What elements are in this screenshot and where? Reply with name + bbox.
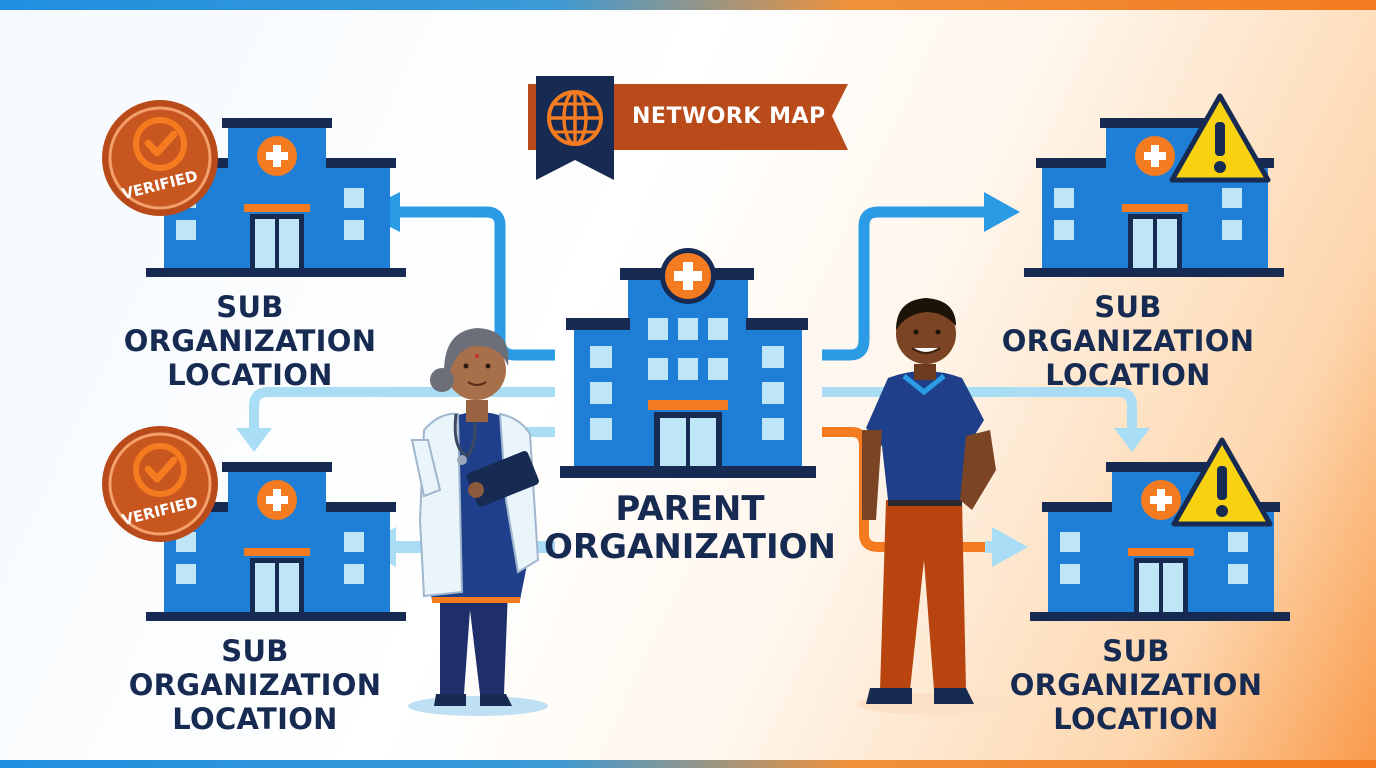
staff-illustration <box>858 298 1002 715</box>
bottom-accent-stripe <box>0 760 1376 768</box>
sub-organization-label-bottom-right: SUB ORGANIZATION LOCATION <box>976 634 1296 736</box>
connector-top-right <box>822 192 1020 361</box>
sub-label-line2: LOCATION <box>167 358 333 392</box>
verified-badge-top-left <box>102 100 218 216</box>
sub-label-line2: LOCATION <box>1045 358 1211 392</box>
sub-organization-label-bottom-left: SUB ORGANIZATION LOCATION <box>90 634 420 736</box>
parent-label-line2: ORGANIZATION <box>544 527 836 567</box>
verified-badge-bottom-left <box>102 426 218 542</box>
sub-label-line1: SUB ORGANIZATION <box>128 634 382 702</box>
sub-label-line1: SUB ORGANIZATION <box>1001 290 1255 358</box>
parent-organization-label: PARENT ORGANIZATION <box>540 490 840 566</box>
top-accent-stripe <box>0 0 1376 10</box>
sub-organization-label-top-left: SUB ORGANIZATION LOCATION <box>90 290 410 392</box>
sub-label-line2: LOCATION <box>172 702 338 736</box>
network-map-banner <box>528 76 848 180</box>
doctor-illustration <box>408 328 548 716</box>
sub-label-line2: LOCATION <box>1053 702 1219 736</box>
globe-icon <box>547 90 603 146</box>
sub-label-line1: SUB ORGANIZATION <box>123 290 377 358</box>
banner-title: NETWORK MAP <box>632 104 826 129</box>
parent-label-line1: PARENT <box>615 489 765 529</box>
parent-building <box>560 248 816 478</box>
sub-organization-label-top-right: SUB ORGANIZATION LOCATION <box>968 290 1288 392</box>
sub-label-line1: SUB ORGANIZATION <box>1009 634 1263 702</box>
